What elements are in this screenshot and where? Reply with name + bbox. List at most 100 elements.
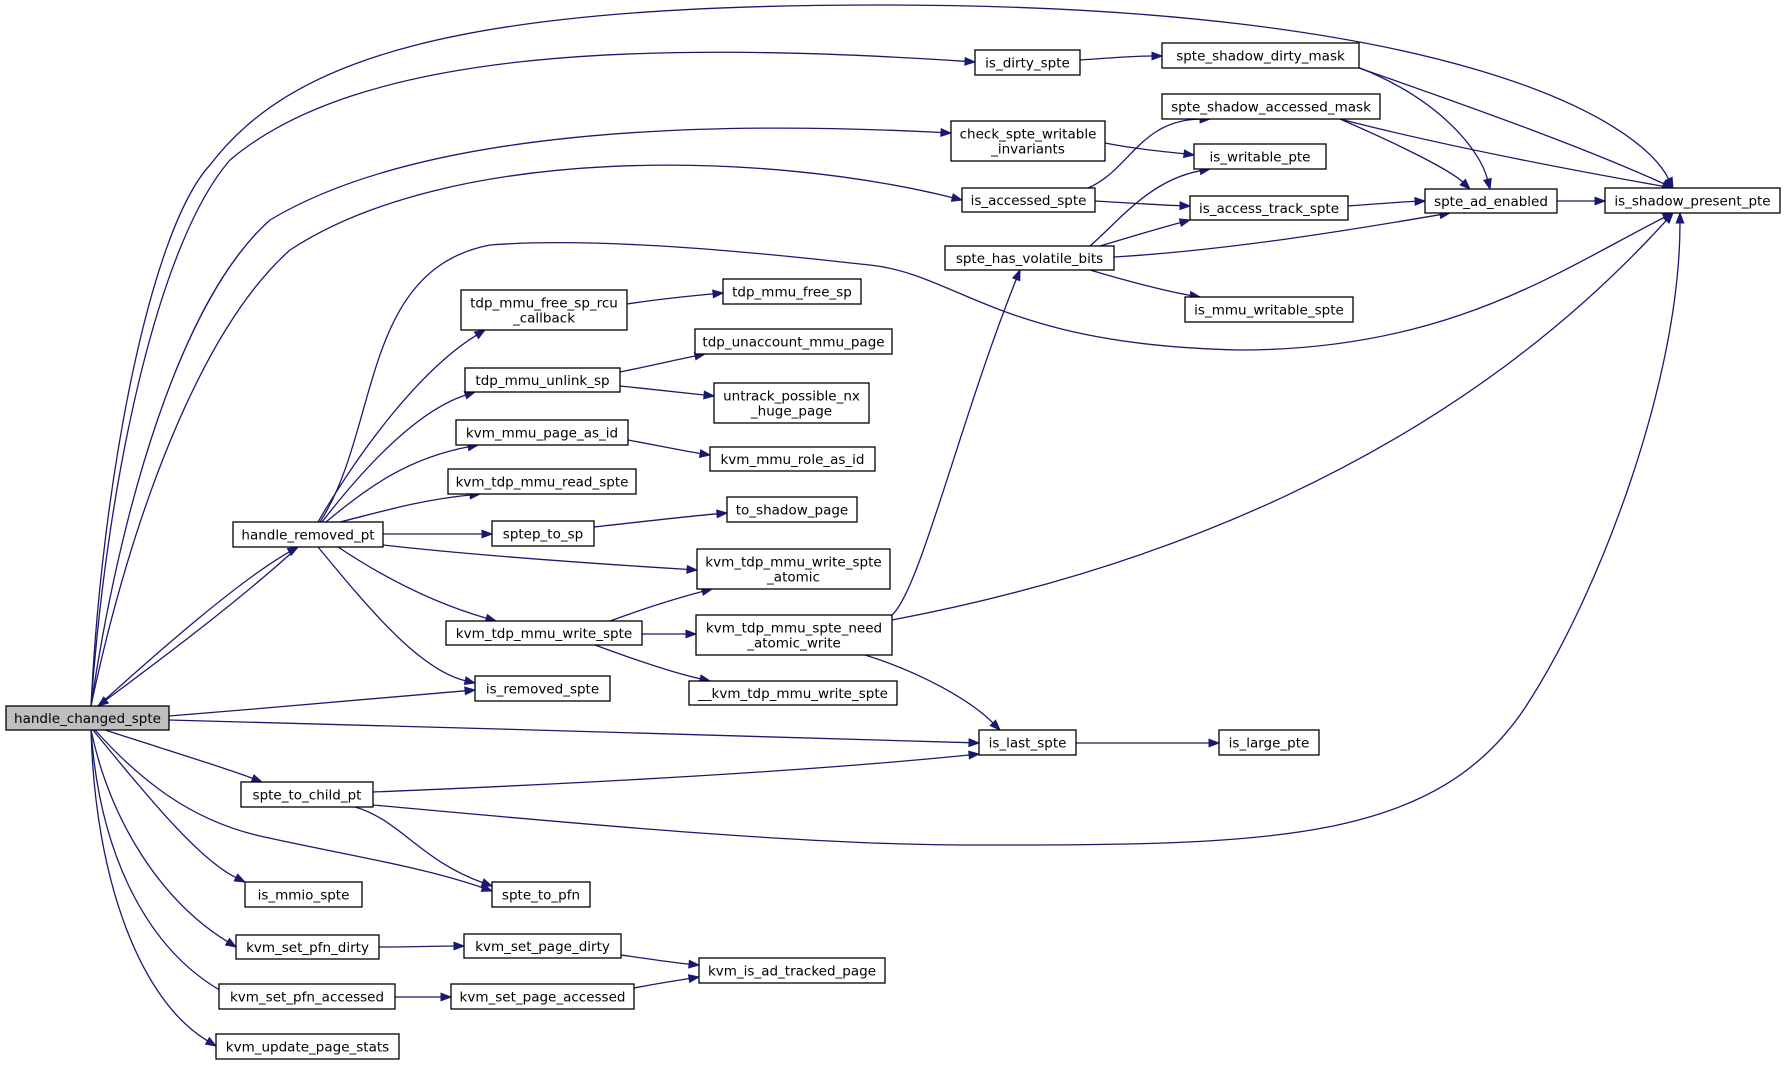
node-box bbox=[1218, 729, 1320, 756]
node-handle-changed-spte[interactable]: handle_changed_spte bbox=[5, 705, 170, 731]
edge-is_accessed_spte-to-spte_shadow_accessed_mask bbox=[1087, 114, 1212, 189]
edge-line bbox=[354, 806, 483, 884]
node-box bbox=[464, 367, 621, 393]
node-sptep-to-sp[interactable]: sptep_to_sp bbox=[491, 520, 595, 547]
node-box bbox=[722, 278, 862, 305]
node-label: spte_shadow_dirty_mask bbox=[1176, 49, 1345, 65]
node-kvm-set-pfn-accessed[interactable]: kvm_set_pfn_accessed bbox=[218, 983, 396, 1010]
node-tdp-mmu-free-sp[interactable]: tdp_mmu_free_sp bbox=[722, 278, 862, 305]
edge-kvm_mmu_page_as_id-to-kvm_mmu_role_as_id bbox=[627, 439, 712, 458]
node-tdp-mmu-unlink-sp[interactable]: tdp_mmu_unlink_sp bbox=[464, 367, 621, 393]
node-label: _atomic bbox=[766, 570, 820, 586]
edge-handle_changed_spte-to-kvm_set_pfn_accessed bbox=[90, 729, 232, 997]
node-is-dirty-spte[interactable]: is_dirty_spte bbox=[974, 49, 1081, 76]
node-box bbox=[726, 496, 858, 523]
edge-arrowhead bbox=[1011, 268, 1021, 282]
node-spte-shadow-dirty-mask[interactable]: spte_shadow_dirty_mask bbox=[1161, 42, 1360, 69]
node-is-writable-pte[interactable]: is_writable_pte bbox=[1193, 143, 1327, 170]
node-kvm-tdp-mmu-write-spte[interactable]: __kvm_tdp_mmu_write_spte bbox=[688, 680, 898, 706]
node-label: _atomic_write bbox=[746, 636, 841, 652]
node-label: kvm_update_page_stats bbox=[226, 1040, 389, 1056]
node-box bbox=[1189, 195, 1349, 221]
node-is-mmu-writable-spte[interactable]: is_mmu_writable_spte bbox=[1184, 296, 1354, 323]
node-label: spte_shadow_accessed_mask bbox=[1171, 100, 1371, 116]
node-to-shadow-page[interactable]: to_shadow_page bbox=[726, 496, 858, 523]
edge-kvm_set_page_dirty-to-kvm_is_ad_tracked_page bbox=[620, 954, 701, 969]
node-is-mmio-spte[interactable]: is_mmio_spte bbox=[244, 881, 363, 908]
node-label: tdp_mmu_free_sp_rcu bbox=[470, 296, 618, 312]
node-kvm-tdp-mmu-spte-need-atomic-write[interactable]: kvm_tdp_mmu_spte_need_atomic_write bbox=[695, 614, 893, 656]
node-kvm-set-pfn-dirty[interactable]: kvm_set_pfn_dirty bbox=[235, 934, 380, 960]
node-box bbox=[709, 446, 876, 472]
node-kvm-set-page-accessed[interactable]: kvm_set_page_accessed bbox=[450, 983, 635, 1010]
node-box bbox=[713, 382, 870, 424]
node-label: check_spte_writable bbox=[960, 127, 1097, 143]
node-spte-shadow-accessed-mask[interactable]: spte_shadow_accessed_mask bbox=[1161, 93, 1381, 120]
edge-arrowhead bbox=[687, 974, 701, 984]
node-spte-ad-enabled[interactable]: spte_ad_enabled bbox=[1424, 188, 1558, 214]
edge-line bbox=[1339, 118, 1664, 187]
edge-arrowhead bbox=[1179, 201, 1192, 211]
node-kvm-tdp-mmu-write-spte[interactable]: kvm_tdp_mmu_write_spte bbox=[445, 620, 643, 646]
edge-line bbox=[168, 690, 466, 717]
node-handle-removed-pt[interactable]: handle_removed_pt bbox=[232, 521, 384, 548]
edge-kvm_tdp_mmu_spte_need_atomic_write-to-is_last_spte bbox=[864, 654, 1001, 731]
node-kvm-mmu-role-as-id[interactable]: kvm_mmu_role_as_id bbox=[709, 446, 876, 472]
edge-line bbox=[1094, 200, 1181, 207]
edge-arrowhead bbox=[950, 193, 964, 202]
node-label: is_mmio_spte bbox=[258, 888, 350, 904]
node-label: kvm_is_ad_tracked_page bbox=[708, 964, 876, 980]
node-spte-has-volatile-bits[interactable]: spte_has_volatile_bits bbox=[944, 245, 1115, 271]
node-spte-to-pfn[interactable]: spte_to_pfn bbox=[491, 881, 591, 908]
node-is-large-pte[interactable]: is_large_pte bbox=[1218, 729, 1320, 756]
node-box bbox=[450, 983, 635, 1010]
node-is-last-spte[interactable]: is_last_spte bbox=[978, 729, 1077, 756]
node-is-access-track-spte[interactable]: is_access_track_spte bbox=[1189, 195, 1349, 221]
node-label: kvm_set_pfn_accessed bbox=[230, 990, 384, 1006]
edge-line bbox=[321, 394, 466, 523]
edge-line bbox=[92, 729, 237, 879]
edge-arrowhead bbox=[989, 719, 1001, 731]
edge-spte_shadow_dirty_mask-to-spte_ad_enabled bbox=[1359, 67, 1492, 191]
node-is-removed-spte[interactable]: is_removed_spte bbox=[474, 675, 611, 702]
node-tdp-mmu-free-sp-rcu-callback[interactable]: tdp_mmu_free_sp_rcu_callback bbox=[460, 289, 628, 331]
node-box bbox=[944, 245, 1115, 271]
edge-line bbox=[168, 719, 970, 744]
node-kvm-set-page-dirty[interactable]: kvm_set_page_dirty bbox=[463, 933, 622, 959]
node-label: _callback bbox=[512, 311, 575, 327]
edge-line bbox=[593, 513, 718, 528]
edge-line bbox=[97, 551, 290, 707]
node-is-accessed-spte[interactable]: is_accessed_spte bbox=[961, 187, 1096, 213]
node-box bbox=[696, 548, 891, 590]
node-label: is_writable_pte bbox=[1210, 150, 1311, 166]
node-box bbox=[491, 520, 595, 547]
node-kvm-mmu-page-as-id[interactable]: kvm_mmu_page_as_id bbox=[455, 419, 629, 446]
node-label: spte_ad_enabled bbox=[1434, 194, 1548, 210]
edge-arrowhead bbox=[688, 959, 701, 969]
edge-line bbox=[864, 654, 994, 724]
node-kvm-is-ad-tracked-page[interactable]: kvm_is_ad_tracked_page bbox=[698, 957, 886, 984]
node-kvm-tdp-mmu-write-spte-atomic[interactable]: kvm_tdp_mmu_write_spte_atomic bbox=[696, 548, 891, 590]
edge-arrowhead bbox=[968, 738, 981, 748]
node-spte-to-child-pt[interactable]: spte_to_child_pt bbox=[240, 781, 374, 808]
edge-line bbox=[325, 446, 469, 523]
edge-line bbox=[1087, 118, 1201, 189]
edge-spte_ad_enabled-to-is_shadow_present_pte bbox=[1557, 196, 1607, 206]
edge-line bbox=[1089, 170, 1201, 247]
node-kvm-tdp-mmu-read-spte[interactable]: kvm_tdp_mmu_read_spte bbox=[447, 468, 637, 495]
node-label: kvm_mmu_role_as_id bbox=[720, 452, 864, 468]
node-box bbox=[474, 675, 611, 702]
edge-line bbox=[317, 334, 477, 523]
node-check-spte-writable-invariants[interactable]: check_spte_writable_invariants bbox=[950, 120, 1106, 162]
node-box bbox=[950, 120, 1106, 162]
edge-line bbox=[619, 385, 705, 396]
node-is-shadow-present-pte[interactable]: is_shadow_present_pte bbox=[1604, 187, 1781, 214]
edge-handle_removed_pt-to-kvm_tdp_mmu_write_spte_atomic bbox=[382, 544, 699, 574]
node-untrack-possible-nx-huge-page[interactable]: untrack_possible_nx_huge_page bbox=[713, 382, 870, 424]
node-tdp-unaccount-mmu-page[interactable]: tdp_unaccount_mmu_page bbox=[694, 328, 893, 355]
edge-line bbox=[619, 355, 696, 373]
node-label: is_removed_spte bbox=[486, 682, 599, 698]
edge-line bbox=[90, 729, 228, 943]
edge-line bbox=[90, 4, 1670, 707]
node-kvm-update-page-stats[interactable]: kvm_update_page_stats bbox=[215, 1033, 400, 1060]
